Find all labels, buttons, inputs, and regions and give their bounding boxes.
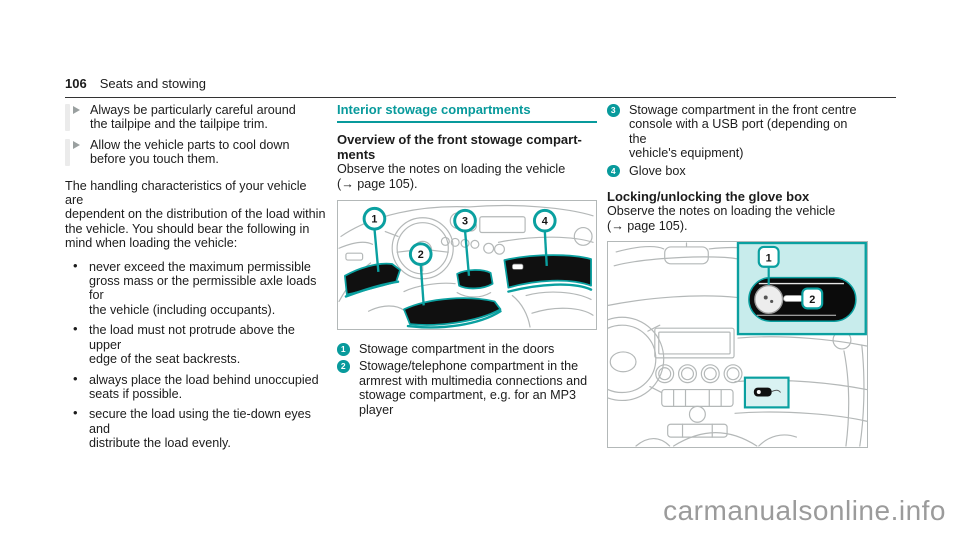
step-marker-bar [65,138,70,166]
console-compartment-shape [456,269,494,290]
page-number: 106 [65,76,87,91]
page-header: 106 Seats and stowing [65,75,896,98]
svg-text:4: 4 [542,216,548,228]
figure1-legend: 1 Stowage compartment in the doors 2 Sto… [337,342,597,417]
legend-num-badge: 4 [607,164,620,178]
legend-text: Stowage/telephone compartment in the arm… [359,359,588,417]
figure1-legend-continued: 3 Stowage compartment in the front centr… [607,103,868,178]
svg-text:1: 1 [766,253,772,265]
callout-3-badge [453,208,477,233]
legend-text: Stowage compartment in the doors [359,342,555,357]
figure1-callouts: 1 2 3 4 [362,206,557,267]
legend-num-badge: 2 [337,360,350,373]
list-item-text: always place the load behind unoccupied … [89,372,319,401]
bullet-list: • never exceed the maximum permissible g… [65,257,327,451]
glove-box-shape [503,254,592,289]
callout-2-badge [408,242,433,267]
list-item: • secure the load using the tie-down eye… [65,405,327,451]
lock-location-highlight [743,376,790,409]
legend-item: 4 Glove box [607,164,868,178]
svg-text:2: 2 [809,294,815,306]
svg-text:1: 1 [371,214,377,226]
key-lever [783,295,804,303]
armrest-compartment-shape [403,297,502,326]
front-stowage-figure: 1 2 3 4 [337,200,597,331]
bullet-icon: • [73,321,78,337]
lock-detail-inset: 1 2 [736,242,867,336]
body-paragraph: The handling characteristics of your veh… [65,178,326,251]
lock-cylinder [754,285,784,315]
cross-reference-note: Observe the notes on loading the vehicle… [607,204,836,233]
step-marker-bar [65,104,70,131]
svg-text:3: 3 [462,216,468,228]
bullet-icon: • [73,405,78,421]
list-item-text: the load must not protrude above the upp… [89,323,295,367]
warning-step-text: Allow the vehicle parts to cool down bef… [90,137,290,167]
bullet-icon: • [73,257,78,273]
legend-text: Stowage compartment in the front centre … [629,103,857,161]
list-item: • the load must not protrude above the u… [65,321,327,367]
svg-text:2: 2 [418,249,424,261]
subsection-heading: Locking/unlocking the glove box [607,189,810,205]
list-item-text: secure the load using the tie-down eyes … [89,407,311,451]
legend-num-badge: 3 [607,104,620,117]
glove-box-lock-figure: 1 2 [607,241,868,449]
bullet-icon: • [73,370,78,386]
warning-step-text: Always be particularly careful around th… [90,103,296,132]
step-arrow-icon [73,106,80,114]
cross-reference-note: Observe the notes on loading the vehicle… [337,162,566,191]
list-item-text: never exceed the maximum permissible gro… [89,259,317,317]
subsection-heading: Overview of the front stowage compart- m… [337,132,582,162]
legend-text: Glove box [629,163,686,178]
callout-1-badge [757,246,780,269]
legend-item: 2 Stowage/telephone compartment in the a… [337,359,597,417]
callout-4-badge [532,208,557,233]
warning-step: Allow the vehicle parts to cool down bef… [65,138,327,167]
legend-item: 1 Stowage compartment in the doors [337,342,597,356]
column-middle: Interior stowage compartments Overview o… [337,102,597,420]
column-left: Always be particularly careful around th… [65,103,327,457]
warning-step: Always be particularly careful around th… [65,103,327,132]
column-right: 3 Stowage compartment in the front centr… [607,103,868,449]
callout-1-badge [362,206,387,231]
step-arrow-icon [73,140,80,149]
list-item: • always place the load behind unoccupie… [65,370,327,402]
legend-num-badge: 1 [337,343,350,356]
callout-2-badge [801,287,824,310]
chapter-title: Seats and stowing [99,76,206,91]
door-pocket-shape [344,262,401,296]
section-heading: Interior stowage compartments [337,102,597,124]
list-item: • never exceed the maximum permissible g… [65,257,327,318]
watermark: carmanualsonline.info [663,495,946,526]
legend-item: 3 Stowage compartment in the front centr… [607,103,868,161]
